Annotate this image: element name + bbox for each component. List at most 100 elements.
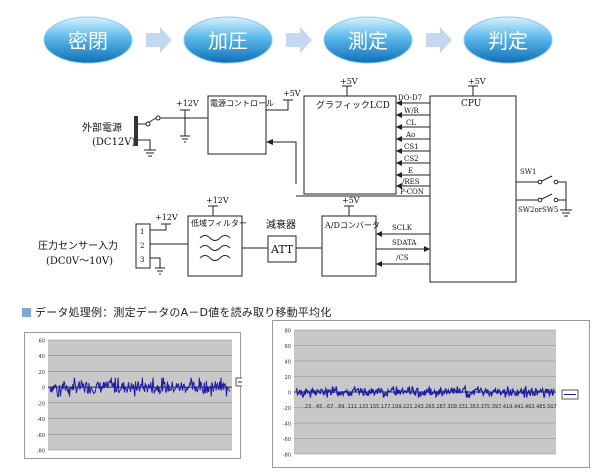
y-tick-label: 80	[285, 329, 291, 335]
signal-label: Ao	[405, 131, 415, 139]
sw2-label: SW2orSW5	[518, 206, 558, 214]
signal-label: /RES	[402, 178, 420, 186]
y-tick-label: -80	[37, 449, 45, 455]
graphic-lcd-block	[303, 95, 397, 195]
attenuator-title: 減衰器	[266, 218, 296, 231]
bullet-square-icon	[22, 307, 31, 317]
y-tick-label: -40	[37, 417, 45, 423]
flow-step-label: 密閉	[68, 29, 108, 53]
y-tick-label: -20	[283, 406, 291, 412]
ext-power-label: 外部電源	[82, 121, 122, 134]
ext-power-sub-label: (DC12V)	[92, 137, 136, 148]
pin-label: 1	[140, 228, 144, 236]
x-tick-label: 331	[458, 404, 468, 410]
signal-label: P-CON	[400, 188, 424, 196]
sw1-label: SW1	[520, 168, 536, 176]
x-tick-label: 221	[403, 404, 413, 410]
arrow-right-icon	[286, 27, 312, 53]
x-tick-label: 111	[348, 404, 358, 410]
flow-step-label: 測定	[348, 29, 388, 53]
data-series-line	[49, 377, 231, 398]
ground-icon	[560, 209, 572, 217]
y-tick-label: -60	[283, 437, 291, 443]
arrow-right-icon	[146, 27, 172, 53]
x-tick-label: 375	[481, 404, 491, 410]
process-flow: 密閉 加圧 測定 判定	[43, 16, 553, 64]
legend	[561, 389, 579, 400]
v5-lcd-label: +5V	[340, 78, 358, 86]
cpu-label: CPU	[461, 99, 482, 109]
adc-label: A/Dコンバータ	[324, 221, 380, 230]
y-tick-label: 0	[42, 386, 45, 392]
x-tick-label: 419	[503, 404, 513, 410]
flow-step-label: 判定	[488, 29, 528, 53]
pin-label: 3	[140, 256, 144, 264]
x-tick-label: 287	[436, 404, 446, 410]
x-tick-label: 243	[414, 404, 424, 410]
x-tick-label: 463	[525, 404, 535, 410]
signal-label: SCLK	[392, 224, 413, 232]
signal-label: SDATA	[392, 239, 417, 247]
v12-sensor-label: +12V	[155, 213, 178, 222]
x-tick-label: 133	[359, 404, 369, 410]
x-tick-label: 265	[425, 404, 435, 410]
y-tick-label: 40	[39, 354, 45, 360]
y-tick-label: -20	[37, 401, 45, 407]
y-tick-label: 60	[39, 339, 45, 345]
x-tick-label: 89	[338, 404, 344, 410]
y-tick-label: 20	[39, 370, 45, 376]
signal-label: W/R	[404, 107, 420, 115]
x-tick-label: 23	[305, 404, 311, 410]
x-tick-label: 507	[547, 404, 557, 410]
sensor-connector	[135, 223, 151, 269]
y-tick-label: 40	[285, 360, 291, 366]
y-tick-label: -60	[37, 433, 45, 439]
filter-label: 低域フィルター	[191, 218, 247, 228]
flow-step-pressurize: 加圧	[183, 16, 273, 64]
data-series-line	[295, 384, 555, 398]
x-tick-label: 353	[470, 404, 480, 410]
flow-step-judge: 判定	[463, 16, 553, 64]
y-tick-label: -40	[283, 422, 291, 428]
sensor-input-label: 圧力センサー入力	[38, 239, 118, 252]
att-label: ATT	[270, 243, 294, 256]
lcd-signal-bus: DO-D7 W/R CL Ao CS1 CS2 E /RES P-CON	[296, 94, 430, 197]
sine-wave-icon	[199, 235, 231, 261]
caption: データ処理例：測定データのA－D値を読み取り移動平均化	[22, 304, 331, 320]
v5-adc-label: +5V	[342, 196, 360, 205]
y-tick-label: -80	[283, 453, 291, 459]
ground-icon	[155, 267, 165, 275]
flow-step-measure: 測定	[323, 16, 413, 64]
signal-label: E	[408, 167, 413, 175]
v12-filter-label: +12V	[206, 196, 229, 205]
ground-icon	[144, 149, 156, 157]
power-control-block	[207, 95, 267, 155]
signal-label: CS2	[404, 155, 419, 163]
signal-label: CL	[406, 119, 416, 127]
arrow-right-icon	[426, 27, 452, 53]
signal-label: /CS	[396, 254, 409, 262]
x-tick-label: 485	[536, 404, 546, 410]
x-tick-label: 441	[514, 404, 524, 410]
circuit-block-diagram: 外部電源 (DC12V) +12V 電源コントロール +5V グラフィックLCD…	[38, 78, 572, 283]
flow-step-seal: 密閉	[43, 16, 133, 64]
lcd-label: グラフィックLCD	[316, 99, 390, 111]
caption-text: データ処理例：測定データのA－D値を読み取り移動平均化	[35, 306, 332, 319]
x-tick-label: 177	[381, 404, 391, 410]
y-tick-label: 0	[288, 391, 291, 397]
ground-icon	[180, 135, 190, 143]
cpu-block	[429, 95, 517, 283]
pin-label: 2	[140, 242, 144, 250]
y-tick-label: 60	[285, 344, 291, 350]
signal-label: CS1	[404, 143, 419, 151]
x-tick-label: 67	[327, 404, 333, 410]
chart-moving-average-small: 60 40 20 0 -20 -40 -60 -80	[24, 332, 242, 459]
v12-label: +12V	[176, 99, 199, 108]
flow-step-label: 加圧	[208, 29, 248, 53]
y-tick-label: 20	[285, 375, 291, 381]
legend	[235, 377, 242, 387]
low-pass-filter-block	[187, 215, 243, 277]
x-tick-label: 45	[316, 404, 322, 410]
v5-cpu-label: +5V	[468, 78, 486, 86]
